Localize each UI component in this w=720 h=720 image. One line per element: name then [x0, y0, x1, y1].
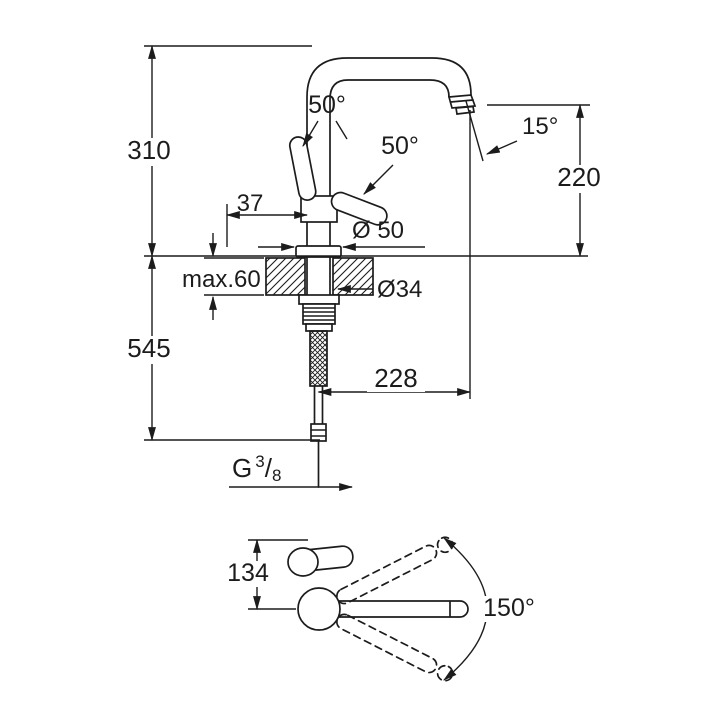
angle-15-leader [485, 140, 518, 155]
dia-34-label: Ø34 [377, 276, 422, 303]
top-view-faucet [287, 536, 469, 682]
max60-label: max.60 [182, 266, 261, 293]
base-flange [295, 245, 342, 258]
dim-310-label: 310 [127, 135, 170, 165]
connector-lines [311, 429, 326, 437]
angle-50-top-tick [335, 120, 348, 140]
handle-position-up [288, 136, 317, 201]
thread-lines [303, 307, 335, 321]
main-view-faucet [265, 57, 477, 488]
braided-hose [309, 330, 328, 387]
outlet-axis-line [465, 100, 484, 162]
dim-228-mask [367, 367, 425, 392]
mounting-nut-thread [302, 303, 336, 325]
swivel-arm-up [336, 544, 438, 605]
mounting-nut-taper [305, 323, 333, 332]
main-view-dimensions: 310 545 220 15° 50° 50° 37 Ø 50 max [125, 44, 602, 491]
hose-connector [310, 423, 327, 442]
aerator-line [449, 99, 474, 103]
handle-position-side [330, 191, 388, 226]
dim-37-label: 37 [237, 190, 264, 217]
angle-150-label: 150° [483, 594, 535, 622]
spout-inner-outline [329, 79, 450, 249]
dim-134-label: 134 [227, 559, 269, 587]
angle-15-label: 15° [522, 113, 558, 140]
dim-310-mask [127, 138, 171, 166]
angle-50-side-leader [363, 164, 394, 195]
dia-50-label: Ø 50 [352, 217, 404, 244]
dim-134-mask [226, 561, 270, 587]
angle-50-side-label: 50° [381, 132, 419, 160]
dim-220-mask [556, 165, 602, 193]
angle-50-top-leader [302, 120, 319, 148]
swivel-position-down [336, 613, 454, 682]
dim-545-label: 545 [127, 333, 170, 363]
dim-220-label: 220 [557, 162, 600, 192]
dim-545-mask [125, 336, 173, 364]
angle-50-top-label: 50° [308, 91, 346, 119]
dim-228-label: 228 [374, 363, 417, 393]
spout-outer-outline [306, 57, 472, 249]
countertop-left [265, 257, 306, 296]
angle-150-mask [478, 596, 540, 622]
top-view-dimensions: 134 150° [226, 537, 540, 681]
nozzle-tip [455, 105, 475, 115]
top-view-handle-knob [287, 547, 319, 577]
swivel-arm-down [336, 613, 438, 674]
top-view-body-circle [297, 587, 341, 631]
swivel-position-up [336, 536, 454, 605]
mounting-nut-flange [298, 294, 340, 305]
